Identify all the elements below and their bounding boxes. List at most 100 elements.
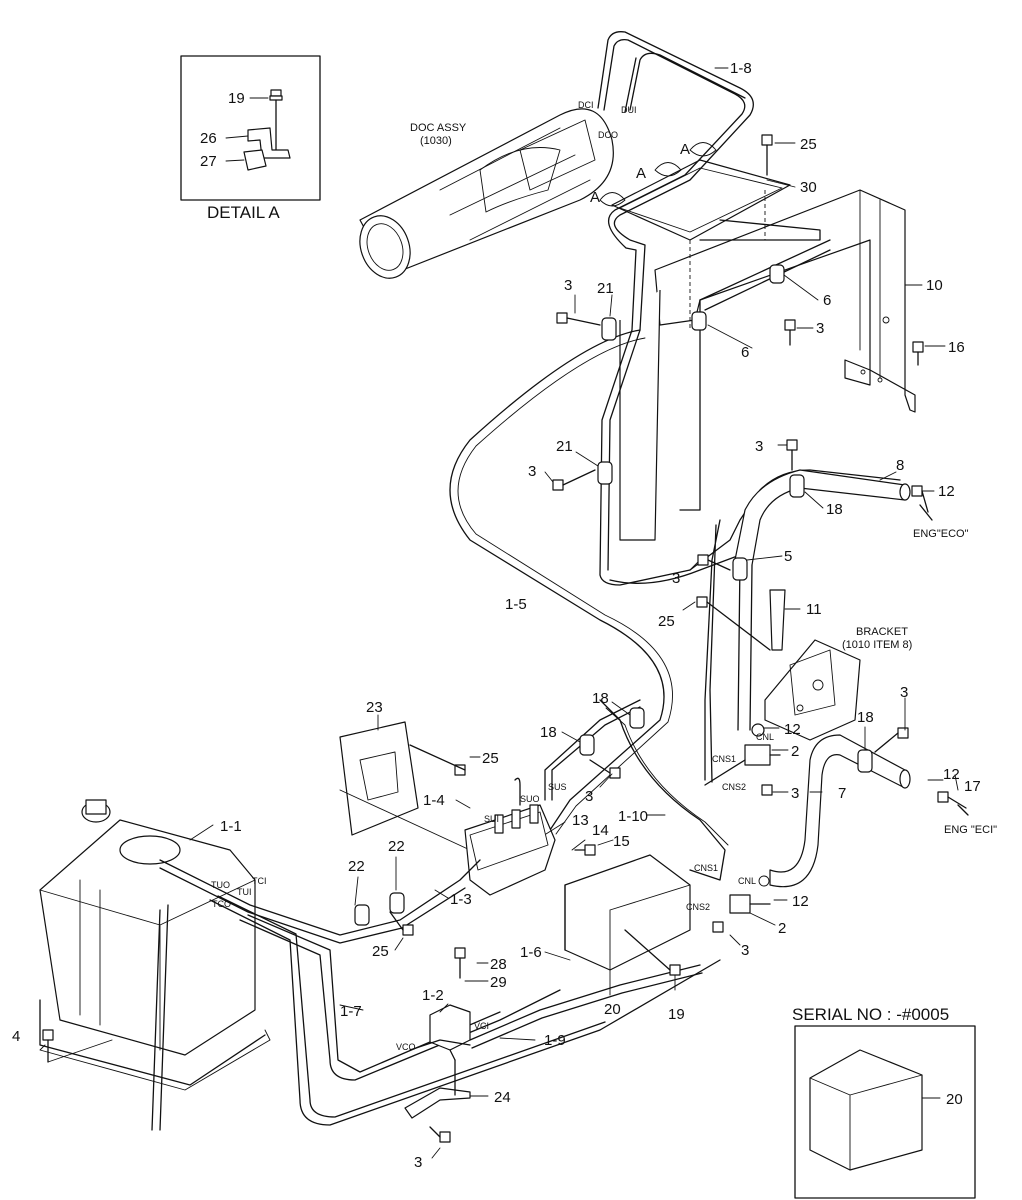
callout: 18: [540, 724, 557, 741]
detail-a-callout: 27: [200, 153, 217, 170]
callout: 1-5: [505, 596, 527, 613]
detail-a-frame: [180, 55, 321, 201]
view-marker: A: [590, 189, 600, 206]
hose-bundle: [597, 31, 901, 586]
callout: 21: [597, 280, 614, 297]
port-label: TCO: [212, 899, 231, 909]
callout: 10: [926, 277, 943, 294]
callout: 1-2: [422, 987, 444, 1004]
port-label: CNS1: [694, 863, 718, 873]
hose-1-9: [209, 899, 721, 1126]
hose-1-10-upper: [704, 519, 721, 783]
callout: 15: [613, 833, 630, 850]
urea-tank: [39, 799, 271, 1091]
callout: 21: [556, 438, 573, 455]
port-label: DCO: [598, 130, 618, 140]
callout: 25: [372, 943, 389, 960]
callout: 1-8: [730, 60, 752, 77]
callout: 22: [388, 838, 405, 855]
clamps: [354, 264, 873, 926]
callout: 19: [668, 1006, 685, 1023]
callout: 1-1: [220, 818, 242, 835]
doc-assy: DOC ASSY (1030): [359, 108, 614, 279]
port-label: TCI: [252, 876, 267, 886]
valve: [409, 1004, 471, 1061]
callout: 3: [741, 942, 749, 959]
callouts: 1-8 25 30 10 6 6 3 21 3 16 21 3 3 8 12 1…: [12, 60, 981, 1171]
port-label: CNS2: [722, 782, 746, 792]
hose-1-5-inner: [457, 337, 673, 835]
port-labels: DCI DUI DCO SUS SUO SUI CNL CNS1 CNS2 CN…: [211, 100, 774, 1052]
hose-1-6: [469, 964, 701, 1041]
bracket-note-ref: (1010 ITEM 8): [842, 639, 912, 651]
callout: 8: [896, 457, 904, 474]
detail-a-clamp-icon: [247, 127, 291, 159]
callout: 30: [800, 179, 817, 196]
detail-a-callout: 26: [200, 130, 217, 147]
callout: 1-9: [544, 1032, 566, 1049]
callout: 22: [348, 858, 365, 875]
hose-7: [769, 734, 911, 888]
callout: 3: [414, 1154, 422, 1171]
port-label: CNL: [756, 732, 774, 742]
callout: 1-10: [618, 808, 648, 825]
hose-1-5: [449, 329, 665, 831]
hose-1-3: [159, 859, 481, 936]
callout: 4: [12, 1028, 20, 1045]
detail-a-cushion-icon: [243, 149, 267, 171]
bracket-24: [404, 1087, 471, 1119]
hose-8: [734, 469, 911, 731]
frame-bracket: [619, 189, 916, 541]
bolt-icons: [42, 134, 967, 1143]
serial-inset-callout: 20: [946, 1091, 963, 1108]
callout: 20: [604, 1001, 621, 1018]
callout: 2: [778, 920, 786, 937]
callout: 18: [592, 690, 609, 707]
eng-eci-label: ENG "ECI": [944, 824, 997, 836]
callout: 14: [592, 822, 609, 839]
port-label: SUI: [484, 814, 499, 824]
callout: 12: [784, 721, 801, 738]
callout: 6: [823, 292, 831, 309]
callout: 1-7: [340, 1003, 362, 1020]
doc-assy-label: DOC ASSY: [410, 122, 467, 134]
callout: 29: [490, 974, 507, 991]
callout: 18: [826, 501, 843, 518]
callout: 1-3: [450, 891, 472, 908]
bracket-note-label: BRACKET: [856, 626, 908, 638]
callout: 25: [800, 136, 817, 153]
cover-20-icon: [809, 1049, 923, 1171]
bracket-11: [769, 589, 786, 651]
callout: 12: [792, 893, 809, 910]
serial-inset-title: SERIAL NO : -#0005: [792, 1005, 949, 1024]
callout: 3: [755, 438, 763, 455]
callout: 3: [564, 277, 572, 294]
annotations: BRACKET (1010 ITEM 8) ENG"ECO" ENG "ECI": [842, 504, 997, 836]
support-plate: A A A: [590, 141, 791, 330]
callout: 3: [585, 788, 593, 805]
port-label: TUO: [211, 880, 230, 890]
callout: 12: [938, 483, 955, 500]
callout: 17: [964, 778, 981, 795]
hose-1-7: [239, 919, 561, 1081]
callout: 1-4: [423, 792, 445, 809]
port-label: SUO: [520, 794, 540, 804]
callout: 28: [490, 956, 507, 973]
callout: 3: [528, 463, 536, 480]
callout: 2: [791, 743, 799, 760]
doc-assy-number: (1030): [420, 135, 452, 147]
callout: 25: [658, 613, 675, 630]
detail-a-bolt-icon: [269, 89, 283, 151]
port-label: VCO: [396, 1042, 416, 1052]
port-label: CNL: [738, 876, 756, 886]
callout: 11: [806, 601, 822, 618]
callout: 12: [943, 766, 960, 783]
mounting-plate: [339, 721, 471, 851]
port-label: SUS: [548, 782, 567, 792]
callout: 13: [572, 812, 589, 829]
detail-a: 19 26 27 DETAIL A: [180, 55, 321, 222]
detail-a-title: DETAIL A: [207, 203, 280, 222]
callout: 3: [672, 570, 680, 587]
port-label: DUI: [621, 105, 637, 115]
